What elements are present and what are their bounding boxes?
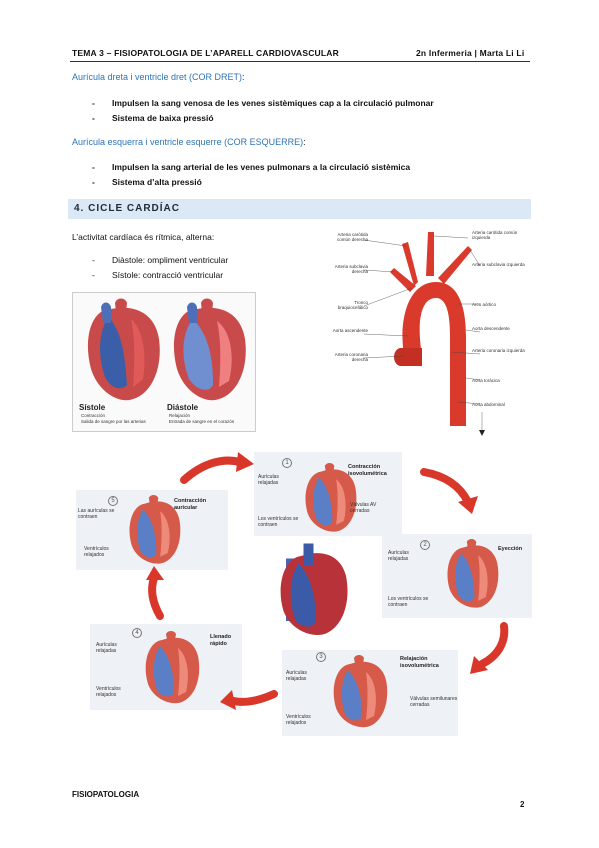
aorta-label: Arteria carótida común derecha — [336, 232, 368, 242]
systole-label: Sístole — [79, 403, 106, 412]
diastole-label: Diástole — [167, 403, 199, 412]
aorta-label: Arteria subclavia derecha — [334, 264, 368, 274]
aorta-label: Aorta abdominal — [472, 402, 505, 407]
aorta-label: Aorta torácica — [472, 378, 500, 383]
systole-diastole-figure: Sístole Contracción Salida de sangre por… — [72, 292, 256, 432]
step-label: Los ventrículos se contraen — [258, 516, 299, 528]
systole-sub: Contracción — [81, 413, 106, 418]
step-label: Aurículas relajadas — [286, 670, 307, 682]
step-label: Ventrículos relajados — [84, 546, 109, 558]
diastole-sub: Entrada de sangre en el corazón — [169, 419, 235, 424]
section-header: 4. CICLE CARDÍAC — [68, 199, 531, 219]
step-title: Relajación isovolumétrica — [400, 656, 439, 669]
left-heart-heading: Aurícula esquerra i ventricle esquerre (… — [72, 137, 306, 147]
step-number: 5 — [108, 496, 118, 506]
step-label: Aurículas relajadas — [388, 550, 409, 562]
heart-illustrations — [87, 298, 246, 401]
step-label: Aurículas relajadas — [258, 474, 279, 486]
step-number: 1 — [282, 458, 292, 468]
aorta-label: Aorta descendente — [472, 326, 510, 331]
cycle-graphics — [76, 452, 532, 736]
step-label: Aurículas relajadas — [96, 642, 117, 654]
section-intro: L’activitat cardíaca és rítmica, alterna… — [72, 232, 215, 242]
step-number: 3 — [316, 652, 326, 662]
aorta-label: Arteria coronaria izquierda — [472, 348, 525, 353]
right-heart-heading: Aurícula dreta i ventricle dret (COR DRE… — [72, 72, 245, 82]
header-title: TEMA 3 – FISIOPATOLOGIA DE L’APARELL CAR… — [72, 48, 339, 58]
step-title: Contracción auricular — [174, 498, 207, 511]
page-number: 2 — [520, 800, 525, 809]
section-title: 4. CICLE CARDÍAC — [74, 203, 181, 214]
step-title: Llenado rápido — [210, 634, 232, 647]
step-label: Las aurículas se contraen — [78, 508, 115, 520]
aorta-label: Arteria coronaria derecha — [334, 352, 368, 362]
aorta-illustration — [363, 232, 485, 436]
header-author: 2n Infermeria | Marta Li Li — [416, 48, 525, 58]
step-number: 4 — [132, 628, 142, 638]
step-number: 2 — [420, 540, 430, 550]
footer-title: FISIOPATOLOGIA — [72, 790, 140, 799]
aorta-label: Arco aórtico — [472, 302, 497, 307]
step-label: Válvulas semilunares cerradas — [410, 696, 458, 708]
step-label: Los ventrículos se contraen — [388, 596, 429, 608]
aorta-figure: Arteria carótida común derecha Arteria s… — [318, 226, 538, 436]
step-label: Ventrículos relajados — [286, 714, 311, 726]
cardiac-cycle-diagram: 1 Contracción isovolumétrica Aurículas r… — [74, 450, 534, 740]
step-title: Eyección — [498, 546, 523, 552]
systole-sub: Salida de sangre por las arterias — [81, 419, 146, 424]
aorta-label: Arteria carótida común izquierda — [472, 230, 518, 240]
aorta-label: Arteria subclavia izquierda — [472, 262, 525, 267]
aorta-label: Tronco braquiocefálico — [337, 300, 368, 310]
step-label: Ventrículos relajados — [96, 686, 121, 698]
diastole-sub: Relajación — [169, 413, 191, 418]
aorta-label: Aorta ascendente — [332, 328, 368, 333]
step-label: Válvulas AV cerradas — [350, 502, 377, 514]
header-rule — [70, 61, 530, 62]
step-title: Contracción isovolumétrica — [348, 464, 387, 477]
